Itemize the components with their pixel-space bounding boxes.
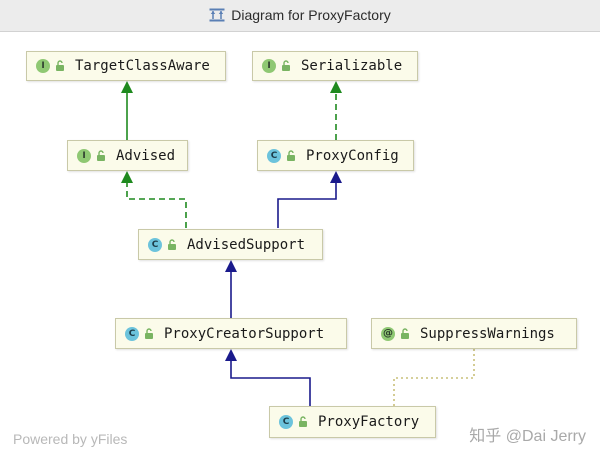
node-advisedsupport[interactable]: C AdvisedSupport xyxy=(138,229,323,260)
unlock-icon xyxy=(299,416,307,427)
window-titlebar: Diagram for ProxyFactory xyxy=(0,0,600,32)
annotation-icon: @ xyxy=(381,326,395,341)
edge-proxyfactory-suppresswarnings xyxy=(393,349,475,406)
node-label: Advised xyxy=(116,147,176,164)
unlock-icon xyxy=(287,149,295,161)
node-label: TargetClassAware xyxy=(75,58,210,74)
unlock-icon xyxy=(401,327,409,339)
edge-advisedsupport-proxyconfig xyxy=(277,171,342,228)
interface-icon: I xyxy=(36,59,50,73)
node-label: AdvisedSupport xyxy=(187,236,306,253)
window-title: Diagram for ProxyFactory xyxy=(231,7,391,23)
unlock-icon xyxy=(168,238,176,250)
diagram-edges xyxy=(121,81,475,406)
window-title-wrap: Diagram for ProxyFactory xyxy=(0,7,600,23)
node-advised[interactable]: I Advised xyxy=(67,140,188,171)
node-label: SuppressWarnings xyxy=(420,325,555,342)
edge-proxyconfig-serializable xyxy=(330,81,342,140)
powered-by-label: Powered by yFiles xyxy=(13,431,128,447)
unlock-icon xyxy=(56,60,64,71)
node-label: ProxyFactory xyxy=(318,414,420,430)
interface-icon: I xyxy=(77,148,91,163)
class-icon: C xyxy=(279,415,293,429)
unlock-icon xyxy=(145,327,153,339)
edge-proxyfactory-proxycreatorsupport xyxy=(225,349,311,406)
node-proxyfactory[interactable]: C ProxyFactory xyxy=(269,406,436,438)
unlock-icon xyxy=(97,149,105,161)
edge-advisedsupport-advised xyxy=(121,171,187,228)
node-label: Serializable xyxy=(301,58,403,74)
node-proxyconfig[interactable]: C ProxyConfig xyxy=(257,140,414,171)
node-label: ProxyCreatorSupport xyxy=(164,325,325,342)
node-targetclassaware[interactable]: I TargetClassAware xyxy=(26,51,226,81)
edge-advised-targetclassaware xyxy=(121,81,133,140)
watermark-label: 知乎 @Dai Jerry xyxy=(469,428,586,445)
class-icon: C xyxy=(148,237,162,252)
class-icon: C xyxy=(267,148,281,163)
diagram-canvas[interactable]: I TargetClassAware I Serializable I Advi… xyxy=(0,32,600,460)
node-serializable[interactable]: I Serializable xyxy=(252,51,418,81)
interface-icon: I xyxy=(262,59,276,73)
unlock-icon xyxy=(282,60,290,71)
edge-proxycreatorsupport-advisedsupport xyxy=(225,260,237,318)
node-label: ProxyConfig xyxy=(306,147,399,164)
node-suppresswarnings[interactable]: @ SuppressWarnings xyxy=(371,318,577,349)
diagram-icon xyxy=(209,8,225,22)
class-icon: C xyxy=(125,326,139,341)
node-proxycreatorsupport[interactable]: C ProxyCreatorSupport xyxy=(115,318,347,349)
